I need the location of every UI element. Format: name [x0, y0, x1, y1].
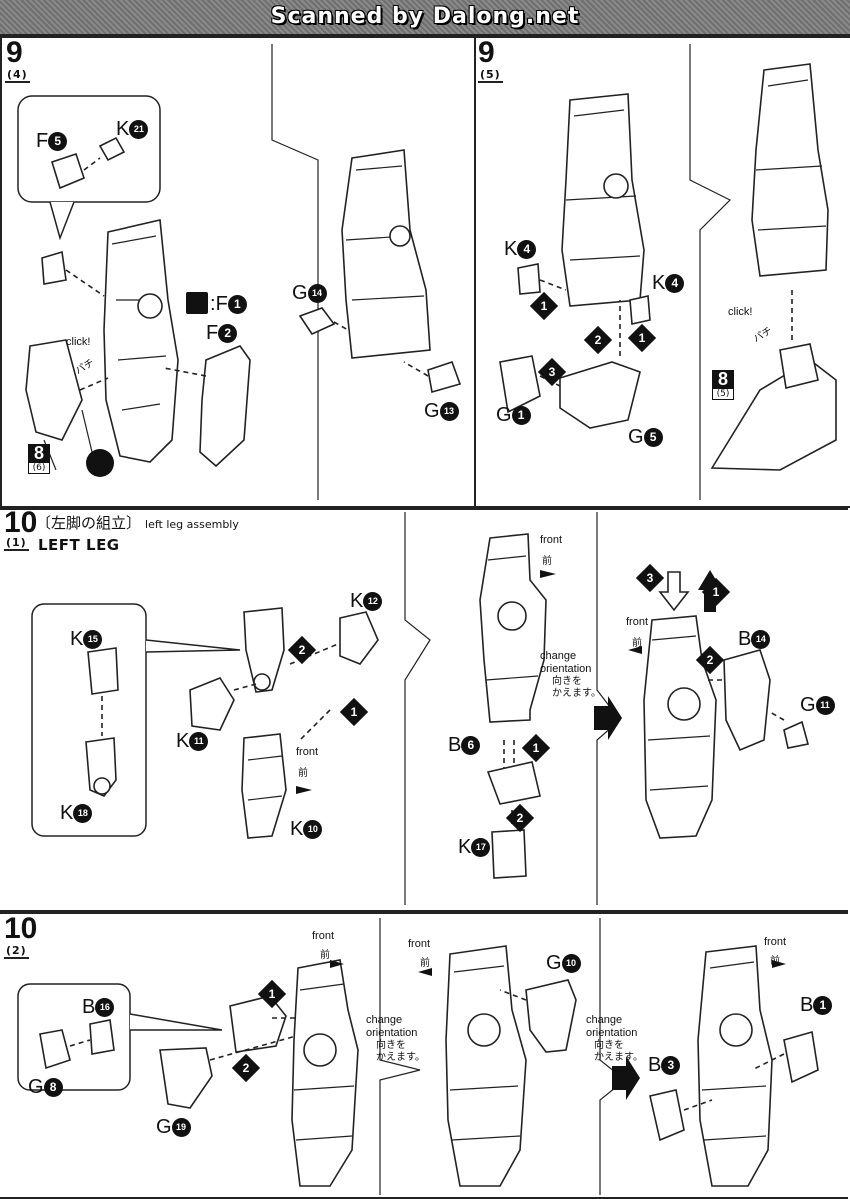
order-marker-1: 1 [521, 733, 551, 763]
change-orientation-jp: 向きをかえます。 [594, 1040, 643, 1063]
front-label: front [626, 616, 649, 628]
banner-text: Scanned by Dalong.net [270, 4, 580, 29]
order-marker-1: 1 [627, 323, 657, 353]
step-number: 10 [4, 912, 38, 945]
order-marker-2: 2 [505, 803, 535, 833]
front-label: front [312, 930, 335, 942]
order-marker-2: 2 [231, 1053, 261, 1083]
front-label-jp: 前 [298, 768, 308, 779]
click-text: click! [728, 306, 753, 318]
order-marker-1: 1 [339, 697, 369, 727]
front-label: front [408, 938, 431, 950]
reference-step-8: 8(5) [712, 370, 734, 400]
click-text: click! [66, 336, 91, 348]
order-marker-3: 3 [537, 357, 567, 387]
order-marker-1: 1 [257, 979, 287, 1009]
front-label: front [540, 534, 563, 546]
order-marker-2: 2 [287, 635, 317, 665]
step-number: 9 [478, 36, 495, 69]
order-marker-1: 1 [701, 577, 731, 607]
substep-label: (2) [4, 944, 29, 959]
substep-label: (1) [4, 536, 29, 551]
order-marker-1: 1 [529, 291, 559, 321]
header-banner: Scanned by Dalong.net [0, 0, 850, 36]
substep-label: (5) [478, 68, 503, 83]
order-marker-3: 3 [635, 563, 665, 593]
step-title-jp: 〔左脚の組立〕left leg assembly [36, 514, 239, 532]
front-label-jp: 前 [320, 950, 330, 961]
reference-step-8: 8(6) [28, 444, 50, 474]
order-marker-2: 2 [695, 645, 725, 675]
front-label-jp: 前 [420, 958, 430, 969]
step-number: 10 [4, 506, 38, 539]
front-label: front [296, 746, 319, 758]
step-title-en: LEFT LEG [38, 536, 120, 554]
front-label: front [764, 936, 787, 948]
order-marker-2: 2 [583, 325, 613, 355]
change-orientation-jp: 向きをかえます。 [552, 676, 601, 699]
step-number: 9 [6, 36, 23, 69]
front-label-jp: 前 [770, 956, 780, 967]
front-label-jp: 前 [632, 638, 642, 649]
substep-label: (4) [5, 68, 30, 83]
change-orientation-jp: 向きをかえます。 [376, 1040, 425, 1063]
cut-icon [186, 292, 208, 314]
front-label-jp: 前 [542, 556, 552, 567]
